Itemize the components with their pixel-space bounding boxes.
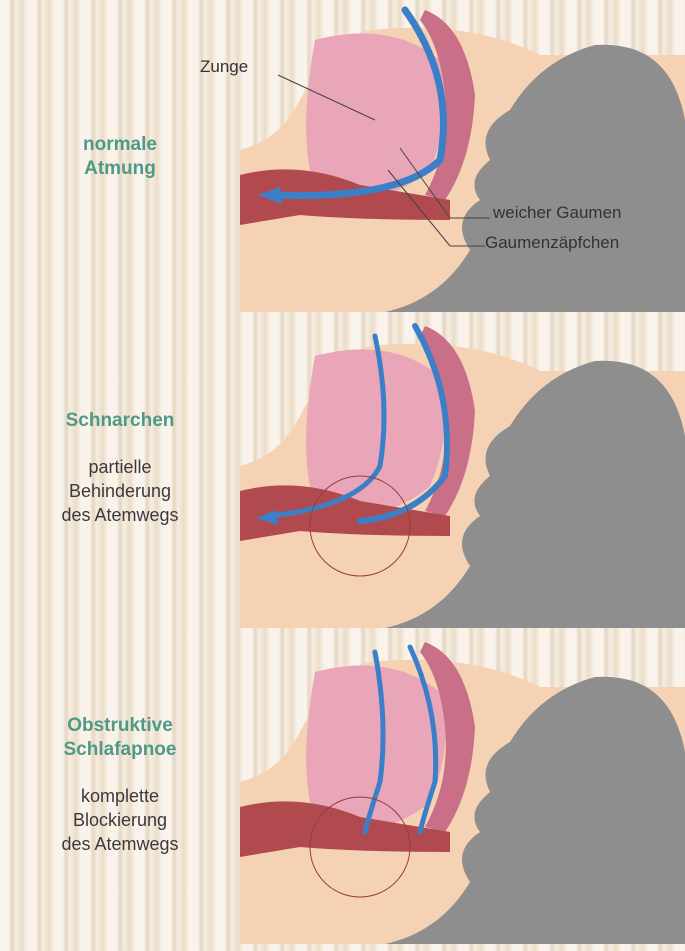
illustration-normal-breathing <box>240 0 685 312</box>
annotation-uvula: Gaumenzäpfchen <box>485 233 619 253</box>
panel-3-description: komplette Blockierung des Atemwegs <box>0 784 240 856</box>
panel-2-title: Schnarchen <box>0 409 240 433</box>
panel-3-title: Obstruktive Schlafapnoe <box>0 714 240 762</box>
label-snoring: Schnarchen partielle Behinderung des Ate… <box>0 409 240 527</box>
illustration-obstructive-sleep-apnea <box>240 632 685 944</box>
panel-1-title: normale Atmung <box>0 133 240 181</box>
label-obstructive-sleep-apnea: Obstruktive Schlafapnoe komplette Blocki… <box>0 714 240 856</box>
annotation-tongue: Zunge <box>200 57 248 77</box>
panel-2-description: partielle Behinderung des Atemwegs <box>0 455 240 527</box>
label-normal-breathing: normale Atmung <box>0 133 240 181</box>
annotation-soft-palate: weicher Gaumen <box>493 203 622 223</box>
illustration-snoring <box>240 316 685 628</box>
